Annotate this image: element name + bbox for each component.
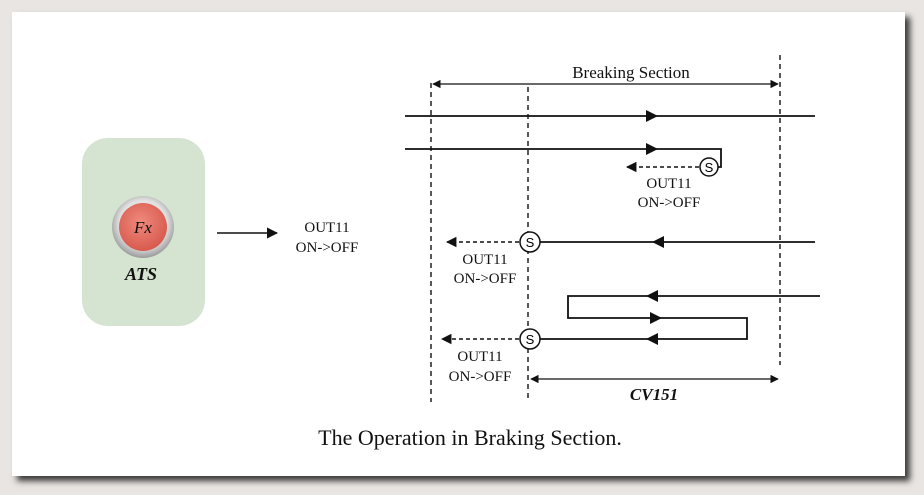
- ats-device: Fx ATS: [82, 138, 205, 326]
- stop-marker-2: [519, 231, 541, 253]
- breaking-section-label: Breaking Section: [572, 63, 690, 82]
- output-main-line2: ON->OFF: [296, 240, 359, 256]
- path-serpentine-arrow-1: [646, 290, 658, 302]
- path-serpentine-arrow-2: [650, 312, 662, 324]
- ats-label: ATS: [124, 264, 157, 284]
- output-1-line2: ON->OFF: [638, 195, 701, 211]
- stop-marker-3: [519, 328, 541, 350]
- path-reverse-arrow: [652, 236, 664, 248]
- output-1-line1: OUT11: [646, 176, 691, 192]
- path-serpentine-line: [540, 295, 820, 340]
- fx-button[interactable]: [119, 203, 167, 251]
- path-stop-hook-arrow: [646, 143, 658, 155]
- output-2-line2: ON->OFF: [454, 271, 517, 287]
- stop-marker-1: [699, 157, 719, 177]
- output-3-line2: ON->OFF: [449, 369, 512, 385]
- path-through-arrow: [646, 110, 658, 122]
- output-2-line1: OUT11: [462, 252, 507, 268]
- stop-marker-3-label: S: [526, 332, 535, 347]
- path-stop-hook-line: [405, 148, 722, 168]
- stop-marker-2-label: S: [526, 235, 535, 250]
- stop-marker-1-label: S: [705, 160, 714, 175]
- cv151-label: CV151: [630, 385, 678, 404]
- output-3-line1: OUT11: [457, 349, 502, 365]
- path-serpentine-arrow-3: [646, 333, 658, 345]
- diagram-caption: The Operation in Braking Section.: [318, 425, 622, 450]
- fx-button-label: Fx: [133, 218, 152, 237]
- output-main-line1: OUT11: [304, 220, 349, 236]
